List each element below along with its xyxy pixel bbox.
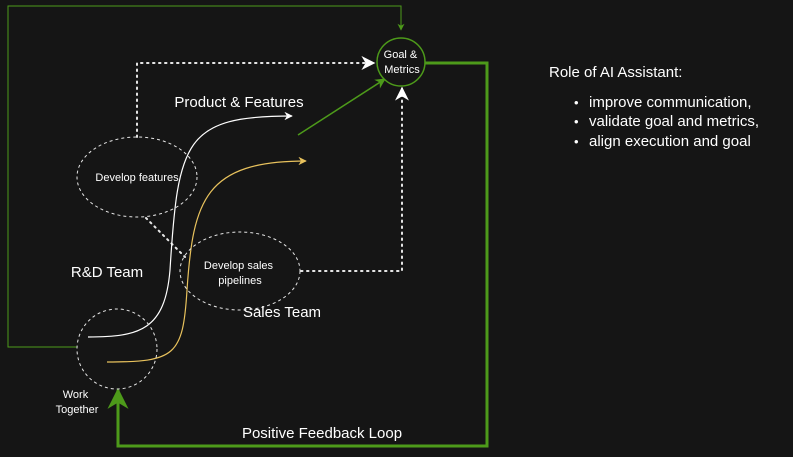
ai-assistant-role-title: Role of AI Assistant: <box>549 64 683 81</box>
progress-to-goal-edge <box>297 78 386 136</box>
develop-sales-label: Develop sales pipelines <box>204 260 276 287</box>
positive-feedback-edge <box>107 61 489 448</box>
rd-team-label: R&D Team <box>71 264 143 281</box>
feedback-loop-label: Positive Feedback Loop <box>242 425 402 442</box>
goal-label: Goal & Metrics <box>384 49 421 76</box>
product-features-label: Product & Features <box>174 94 303 111</box>
ai-assistant-role-panel: Role of AI Assistant: improve communicat… <box>549 63 789 151</box>
sales-to-goal-dotted-edge <box>300 86 409 272</box>
sales-curve-edge <box>106 156 307 363</box>
rd-curve-edge <box>87 111 293 338</box>
role-item: validate goal and metrics, <box>549 112 789 132</box>
goal-metrics-node <box>376 37 426 87</box>
role-item: align execution and goal <box>549 132 789 152</box>
features-to-goal-dotted-edge <box>136 56 376 138</box>
work-together-node <box>76 308 158 390</box>
develop-sales-node <box>179 231 301 311</box>
work-together-label: Work Together <box>56 389 99 416</box>
sales-team-label: Sales Team <box>243 304 321 321</box>
ai-assistant-role-list: improve communication, validate goal and… <box>549 93 789 152</box>
top-feedback-edge <box>7 5 405 348</box>
develop-features-node <box>76 136 198 218</box>
develop-features-label: Develop features <box>95 172 179 184</box>
role-item: improve communication, <box>549 93 789 113</box>
features-sales-dotted-link <box>145 217 186 258</box>
